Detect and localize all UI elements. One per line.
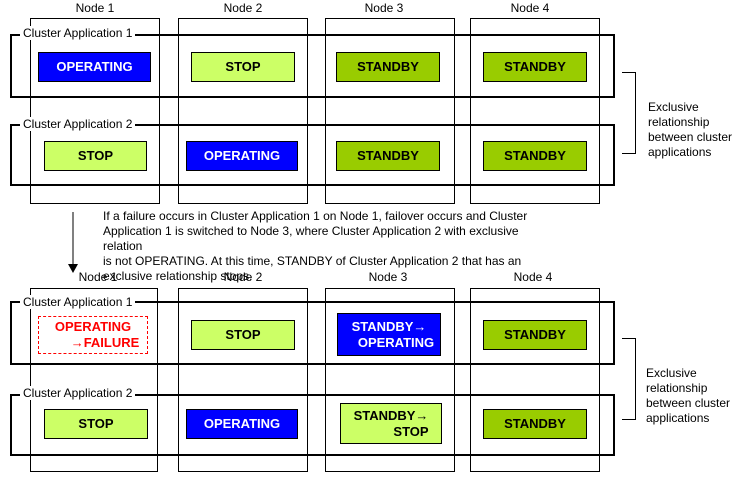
node-2-label: Node 2 — [223, 270, 263, 284]
state-c2-node3-transition: STANDBY→ STOP — [340, 403, 442, 444]
cluster-1-lane — [10, 301, 615, 365]
node-4-label: Node 4 — [510, 1, 550, 15]
cluster-2-lane — [10, 124, 615, 186]
state-c1-node3-transition: STANDBY→ OPERATING — [337, 313, 441, 356]
exclusive-bracket — [622, 72, 636, 154]
state-c1-node1: OPERATING — [38, 52, 151, 82]
cluster-2-title: Cluster Application 2 — [20, 117, 136, 131]
node-1-label: Node 1 — [75, 1, 115, 15]
node-4-box — [470, 18, 600, 204]
node-2-label: Node 2 — [223, 1, 263, 15]
node-1-box — [30, 18, 160, 204]
node-2-box — [178, 18, 308, 204]
exclusive-note-line: relationship — [648, 115, 710, 129]
transition-line-1: STANDBY→ — [353, 407, 429, 423]
state-c2-node3: STANDBY — [336, 141, 440, 171]
node-2-box — [178, 288, 308, 472]
caption-line: If a failure occurs in Cluster Applicati… — [103, 209, 528, 223]
node-3-box — [325, 18, 455, 204]
transition-line-2: OPERATING — [357, 334, 435, 350]
failover-caption: If a failure occurs in Cluster Applicati… — [103, 209, 543, 284]
state-c1-node2: STOP — [191, 320, 295, 350]
failure-line-1: OPERATING — [54, 319, 132, 334]
node-3-label: Node 3 — [368, 270, 408, 284]
state-c2-node4: STANDBY — [483, 409, 587, 439]
node-1-label: Node 1 — [78, 270, 118, 284]
exclusive-note-line: Exclusive — [646, 366, 697, 380]
caption-line: Application 1 is switched to Node 3, whe… — [103, 224, 519, 253]
cluster-1-lane — [10, 34, 615, 98]
node-3-box — [325, 288, 455, 472]
node-4-box — [470, 288, 600, 472]
cluster-1-title: Cluster Application 1 — [20, 295, 136, 309]
transition-line-1: STANDBY→ — [351, 318, 427, 334]
failure-line-2: →FAILURE — [70, 335, 140, 350]
state-c1-node4: STANDBY — [483, 52, 587, 82]
cluster-2-title: Cluster Application 2 — [20, 386, 136, 400]
state-c1-node1-failure: OPERATING →FAILURE — [38, 316, 148, 354]
cluster-2-lane — [10, 394, 615, 456]
exclusive-note-line: between cluster — [646, 396, 731, 410]
state-c2-node4: STANDBY — [483, 141, 587, 171]
exclusive-note-line: between cluster — [648, 130, 733, 144]
state-c2-node1: STOP — [44, 409, 148, 439]
exclusive-note: Exclusive relationship between cluster a… — [646, 366, 730, 426]
exclusive-note-line: Exclusive — [648, 100, 699, 114]
exclusive-note-line: applications — [648, 145, 712, 159]
state-c1-node4: STANDBY — [483, 320, 587, 350]
state-c2-node2: OPERATING — [186, 409, 298, 439]
node-3-label: Node 3 — [364, 1, 404, 15]
exclusive-note: Exclusive relationship between cluster a… — [648, 100, 732, 160]
exclusive-bracket — [622, 338, 636, 420]
caption-line: exclusive relationship stops. — [103, 269, 253, 283]
state-c1-node2: STOP — [191, 52, 295, 82]
node-1-box — [30, 288, 158, 472]
node-4-label: Node 4 — [513, 270, 553, 284]
exclusive-note-line: applications — [646, 411, 710, 425]
state-c2-node2: OPERATING — [186, 141, 298, 171]
caption-line: is not OPERATING. At this time, STANDBY … — [103, 254, 522, 268]
transition-line-2: STOP — [393, 423, 429, 439]
exclusive-note-line: relationship — [646, 381, 708, 395]
transition-arrow — [68, 212, 78, 273]
cluster-1-title: Cluster Application 1 — [20, 26, 136, 40]
state-c2-node1: STOP — [44, 141, 147, 171]
state-c1-node3: STANDBY — [336, 52, 440, 82]
